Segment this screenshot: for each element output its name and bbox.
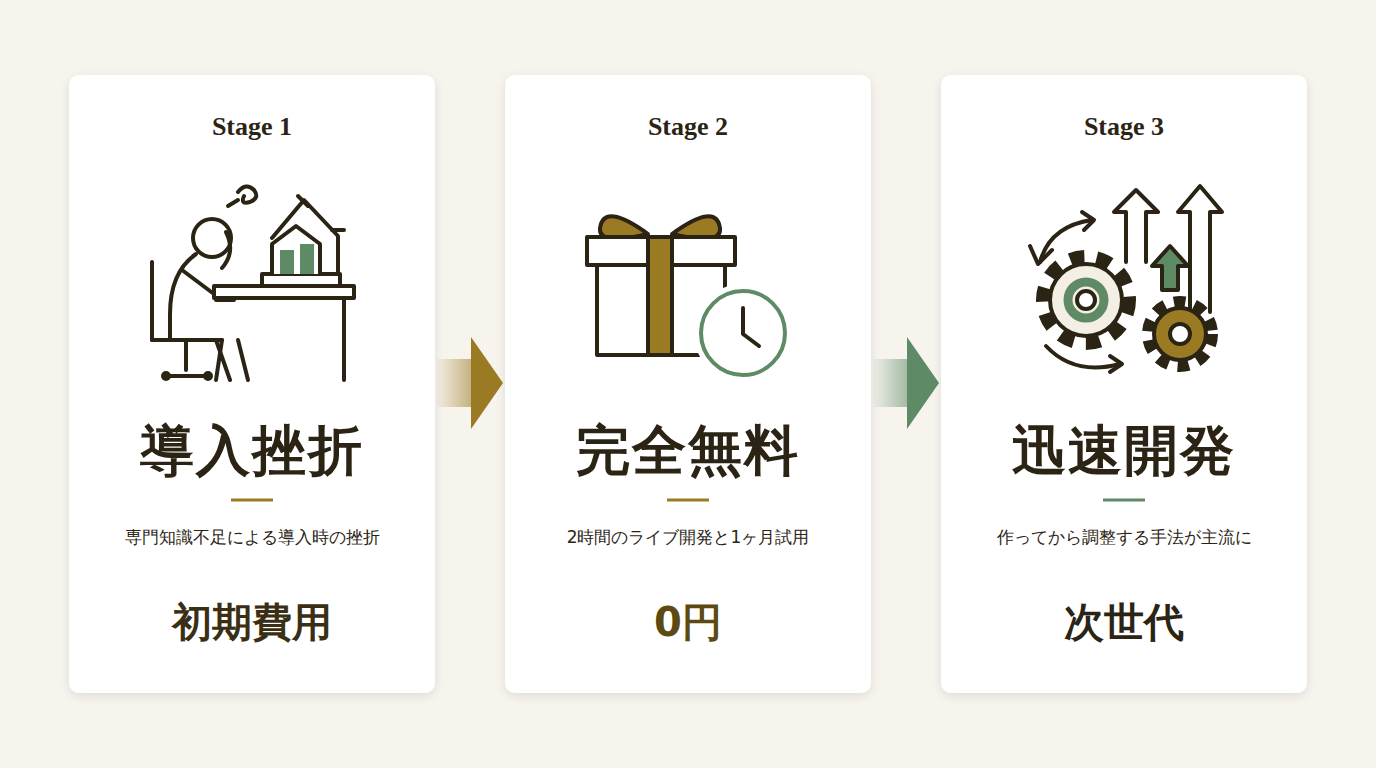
stage-card: Stage 2 完全無料 2時間のライブ開発と1ヶ月試用 0円 xyxy=(505,75,871,693)
chair-seat xyxy=(152,340,222,376)
divider-line xyxy=(231,499,273,502)
gear-hole xyxy=(1170,324,1190,344)
arrow-body xyxy=(873,359,907,407)
chair-wheel xyxy=(205,373,211,379)
gear-body xyxy=(1154,308,1206,360)
stage-label: Stage 1 xyxy=(212,112,292,142)
up-arrow xyxy=(1178,186,1222,312)
stage-title: 完全無料 xyxy=(576,417,800,483)
arrow-head xyxy=(907,337,939,429)
card-background xyxy=(941,75,1307,693)
gear-body xyxy=(1050,264,1122,336)
arrow-body xyxy=(437,359,471,407)
stage-title: 迅速開発 xyxy=(1012,417,1236,483)
stage-arrow xyxy=(437,337,503,429)
squiggle xyxy=(238,186,256,202)
stage-description: 作ってから調整する手法が主流に xyxy=(997,525,1252,549)
model-house xyxy=(272,226,320,274)
stage-value: 0円 xyxy=(654,597,722,647)
gear-hole xyxy=(1077,291,1095,309)
robot-arm xyxy=(272,200,338,274)
model-base xyxy=(262,274,340,286)
model-fill xyxy=(280,250,294,274)
arrow-head xyxy=(471,337,503,429)
chair-wheel xyxy=(163,373,169,379)
frustrated-person-icon xyxy=(152,186,354,380)
head xyxy=(193,219,231,257)
stage-label: Stage 2 xyxy=(648,112,728,142)
legs xyxy=(216,300,248,380)
cycle-arrow-head xyxy=(1082,212,1094,230)
stage-value: 初期費用 xyxy=(172,597,332,647)
chair-back xyxy=(150,262,154,340)
up-arrow xyxy=(1152,246,1188,290)
stage-label: Stage 3 xyxy=(1084,112,1164,142)
desk-leg xyxy=(342,298,346,380)
stage-title: 導入挫折 xyxy=(140,417,364,483)
cycle-arrow-head xyxy=(1110,356,1122,372)
stage-description: 専門知識不足による導入時の挫折 xyxy=(125,525,380,549)
divider-line xyxy=(1103,499,1145,502)
clock-hands xyxy=(743,308,759,346)
stage-value: 次世代 xyxy=(1064,597,1184,647)
card-background xyxy=(505,75,871,693)
card-background xyxy=(69,75,435,693)
gift-ribbon xyxy=(648,237,672,355)
gear-teeth xyxy=(1149,303,1211,365)
stage-card: Stage 3 迅速開発作ってから調整する手法が主流に次世代 xyxy=(941,75,1307,693)
gear-ring xyxy=(1068,282,1104,318)
stage-card: Stage 1 導入挫折専門知識不足による導入時の挫折初期費用 xyxy=(69,75,435,693)
gear-teeth xyxy=(1044,258,1128,342)
gift-clock-icon xyxy=(587,216,787,377)
divider-line xyxy=(667,499,709,502)
model-fill xyxy=(300,244,314,274)
clock-halo xyxy=(699,289,787,377)
stage-description: 2時間のライブ開発と1ヶ月試用 xyxy=(567,525,810,549)
up-arrow xyxy=(1114,190,1158,262)
robot-joint xyxy=(298,196,344,230)
clock-face xyxy=(701,291,785,375)
squiggle xyxy=(228,200,238,206)
stage-arrow xyxy=(873,337,939,429)
cycle-arrow-head xyxy=(1030,246,1052,264)
gears-arrows-icon xyxy=(1030,186,1222,372)
